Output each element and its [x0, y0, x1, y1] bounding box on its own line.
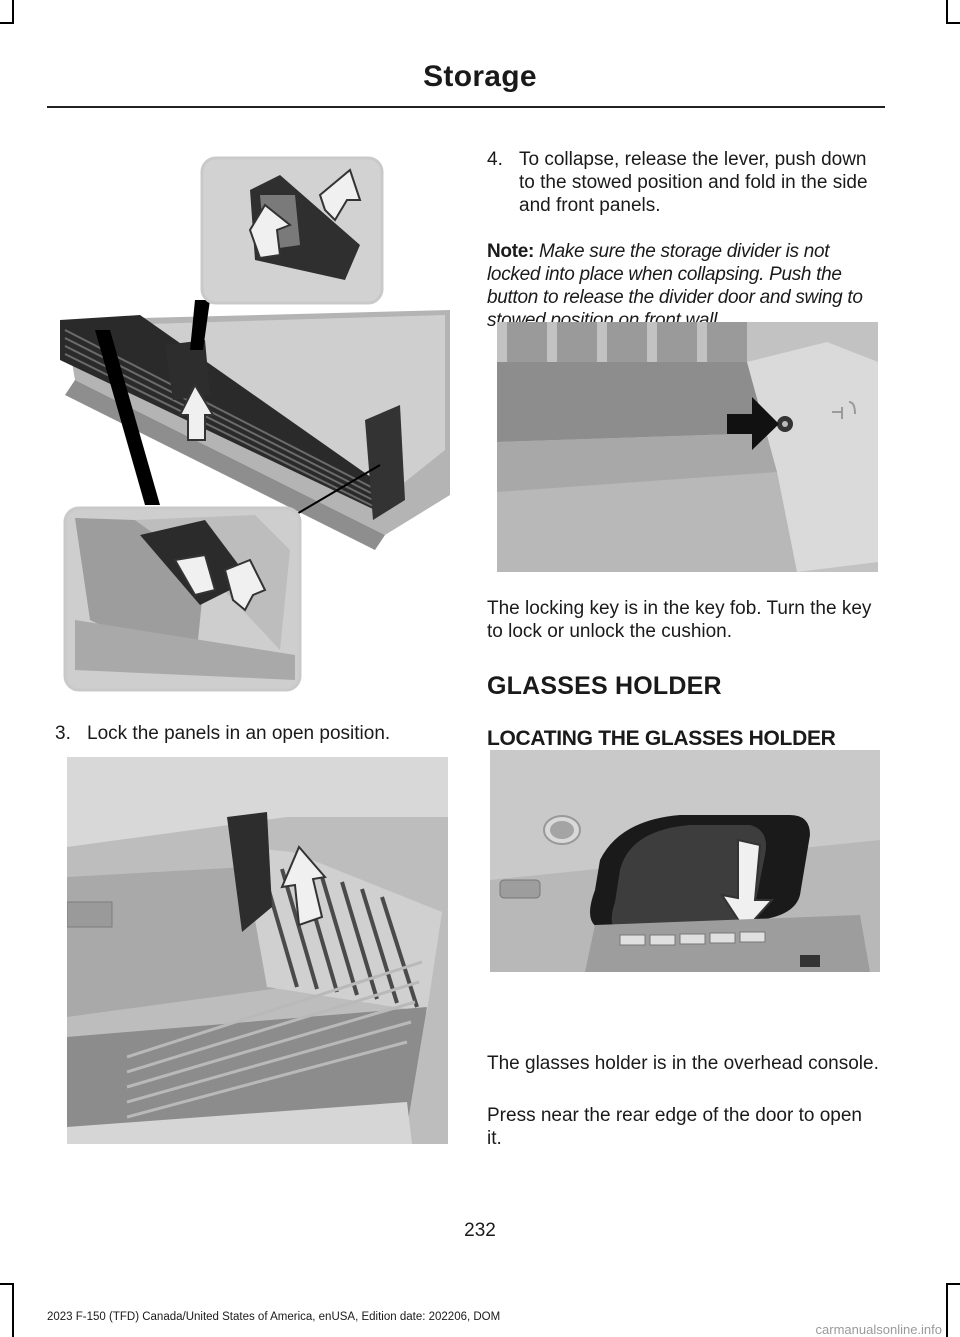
crop-mark [946, 1283, 960, 1285]
crop-mark [0, 1283, 14, 1285]
glasses-holder-location-text: The glasses holder is in the overhead co… [487, 1053, 879, 1074]
step-4: 4. To collapse, release the lever, push … [487, 148, 887, 217]
section-heading: GLASSES HOLDER [487, 672, 722, 700]
page-title: Storage [423, 60, 537, 93]
header-divider [47, 106, 885, 108]
note: Note: Make sure the storage divider is n… [487, 240, 887, 332]
page-number: 232 [464, 1220, 496, 1241]
cushion-lock-illustration [497, 322, 878, 572]
edition-footer: 2023 F-150 (TFD) Canada/United States of… [47, 1311, 501, 1323]
section-subheading: LOCATING THE GLASSES HOLDER [487, 727, 836, 750]
crop-mark [12, 1283, 14, 1337]
note-text: Make sure the storage divider is not loc… [487, 241, 863, 331]
step-text: To collapse, release the lever, push dow… [519, 149, 868, 216]
step-number: 4. [487, 149, 503, 170]
crop-mark [946, 1283, 948, 1337]
glasses-holder-open-text: Press near the rear edge of the door to … [487, 1105, 862, 1149]
crop-mark [0, 22, 14, 24]
divider-panel-open-illustration [67, 757, 448, 1144]
step-3: 3. Lock the panels in an open position. [55, 722, 455, 745]
step-text: Lock the panels in an open position. [87, 723, 391, 744]
note-label: Note: [487, 241, 535, 262]
crop-mark [12, 0, 14, 24]
step-number: 3. [55, 723, 71, 744]
crop-mark [946, 0, 948, 24]
glasses-holder-illustration [490, 750, 880, 972]
locking-key-text: The locking key is in the key fob. Turn … [487, 598, 872, 642]
watermark: carmanualsonline.info [815, 1322, 942, 1337]
bed-storage-panels-illustration [55, 150, 450, 695]
crop-mark [946, 22, 960, 24]
